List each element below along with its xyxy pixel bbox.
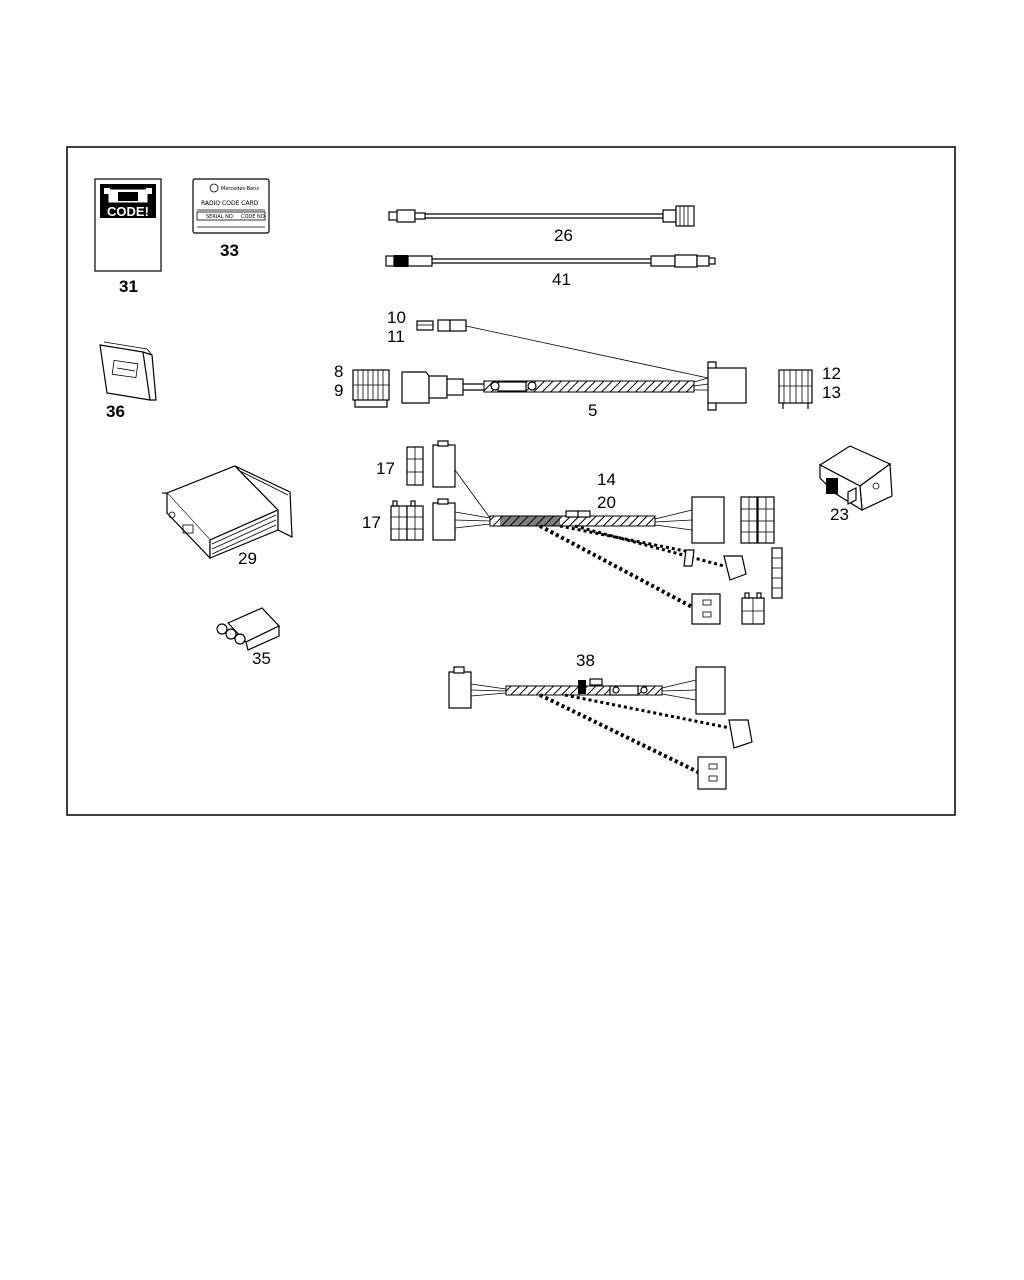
antenna-cable-26 <box>388 205 695 227</box>
callout-33: 33 <box>220 241 239 260</box>
card-serial-label: SERIAL NO. <box>206 214 235 220</box>
radio-unit <box>162 465 293 560</box>
connector-blocks-right <box>740 496 783 625</box>
diagram-frame <box>66 146 956 816</box>
card-brand: Mercedes-Benz <box>221 186 259 192</box>
callout-26: 26 <box>554 226 573 245</box>
callout-20: 20 <box>597 493 616 512</box>
callout-29: 29 <box>238 549 257 568</box>
callout-13: 13 <box>822 383 841 402</box>
connector-12-13 <box>778 369 813 409</box>
callout-9: 9 <box>334 381 343 400</box>
callout-14: 14 <box>597 470 616 489</box>
callout-41: 41 <box>552 270 571 289</box>
code-booklet: CODE! <box>94 178 162 272</box>
connectors-17-lower <box>390 498 456 541</box>
callout-35: 35 <box>252 649 271 668</box>
callout-17-upper: 17 <box>376 459 395 478</box>
radio-code-card: Mercedes-Benz RADIO CODE CARD SERIAL NO.… <box>192 178 270 234</box>
callout-12: 12 <box>822 364 841 383</box>
wiring-harness-5 <box>401 361 747 411</box>
control-module-23 <box>818 445 893 512</box>
callout-38: 38 <box>576 651 595 670</box>
wiring-harness-14-20 <box>454 469 747 625</box>
callout-31: 31 <box>119 277 138 296</box>
small-plugs-10-11 <box>416 319 467 332</box>
callout-8: 8 <box>334 362 343 381</box>
card-code-label: CODE NO. <box>241 214 266 220</box>
callout-10: 10 <box>387 308 406 327</box>
operating-manual <box>99 341 157 401</box>
callout-36: 36 <box>106 402 125 421</box>
callout-23: 23 <box>830 505 849 524</box>
connectors-17-upper <box>406 440 456 488</box>
wiring-harness-38 <box>448 666 753 790</box>
connector-8-9 <box>352 369 390 408</box>
plug-connector <box>216 607 280 651</box>
card-title: RADIO CODE CARD <box>201 200 259 207</box>
cable-41 <box>385 254 716 268</box>
callout-5: 5 <box>588 401 597 420</box>
callout-17-lower: 17 <box>362 513 381 532</box>
booklet-code-text: CODE! <box>107 204 149 219</box>
callout-11: 11 <box>387 327 405 346</box>
